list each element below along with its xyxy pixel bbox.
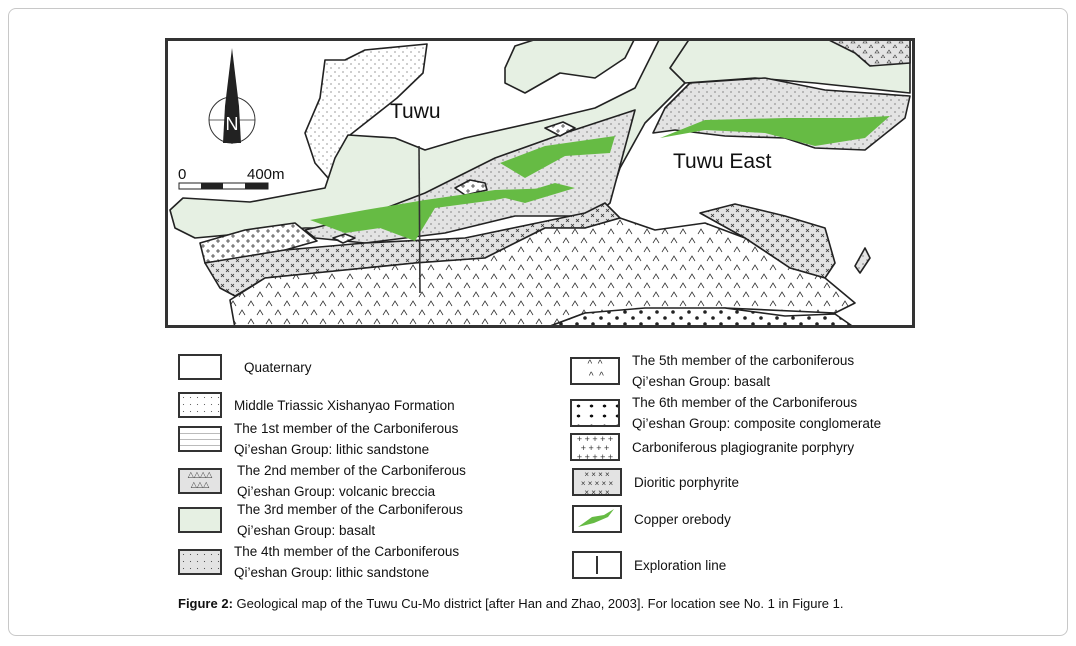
legend-label: The 4th member of the Carboniferous <box>234 544 460 559</box>
legend-item-dioritic: × × × ×× × × × ×× × × × Dioritic porphyri… <box>572 468 739 496</box>
label-tuwu: Tuwu <box>390 100 441 123</box>
lithic-sandstone-4th-swatch <box>178 549 222 575</box>
north-label: N <box>226 114 239 134</box>
basalt-5th-swatch: ^ ^ ^ ^ <box>570 357 620 385</box>
basalt-5th-member-area <box>229 217 856 328</box>
legend-label: Qi’eshan Group: lithic sandstone <box>234 565 430 580</box>
legend-item-2nd-member: △△△△△△△ The 2nd member of the Carbonifero… <box>178 460 466 502</box>
legend-item-copper: Copper orebody <box>572 505 731 533</box>
plagiogranite-swatch: + + + + ++ + + ++ + + + + <box>570 433 620 461</box>
legend-label: Qi’eshan Group: composite conglomerate <box>632 416 882 431</box>
legend-label: Exploration line <box>634 557 727 573</box>
geological-map: N 0 400m Tuwu Tuwu East <box>165 38 915 328</box>
quaternary-swatch <box>178 354 222 380</box>
small-plagiogranite-body <box>454 179 488 196</box>
copper-orebody-swatch <box>572 505 622 533</box>
legend-label: Qi’eshan Group: basalt <box>632 374 771 389</box>
conglomerate-swatch <box>570 399 620 427</box>
legend-item-plagiogranite: + + + + ++ + + ++ + + + + Carboniferous p… <box>570 433 854 461</box>
svg-text:0: 0 <box>178 166 186 183</box>
legend-label: The 6th member of the Carboniferous <box>632 395 858 410</box>
caption-text: Geological map of the Tuwu Cu-Mo distric… <box>232 596 844 611</box>
legend-label: Qi’eshan Group: lithic sandstone <box>234 442 430 457</box>
legend-label: Quaternary <box>244 359 312 375</box>
lithic-sandstone-1st-swatch <box>178 426 222 452</box>
copper-orebody <box>500 136 615 178</box>
legend-item-exploration-line: Exploration line <box>572 551 726 579</box>
exploration-line <box>418 145 421 294</box>
legend-label: The 2nd member of the Carboniferous <box>237 463 466 478</box>
xishanyao-formation-area <box>304 43 428 187</box>
figure-card <box>8 8 1068 636</box>
copper-orebody <box>660 116 890 146</box>
svg-text:400m: 400m <box>247 166 285 183</box>
legend-item-5th-member: ^ ^ ^ ^ The 5th member of the carbonifero… <box>570 350 854 392</box>
copper-orebody <box>505 183 575 203</box>
caption-label: Figure 2: <box>178 596 233 611</box>
scale-bar: 0 400m <box>178 166 285 190</box>
legend-label: The 3rd member of the Carboniferous <box>237 502 463 517</box>
volcanic-breccia-area <box>824 38 911 67</box>
north-arrow: N <box>208 48 256 144</box>
legend-label: Middle Triassic Xishanyao Formation <box>234 397 455 413</box>
basalt-3rd-member-north <box>504 38 636 94</box>
volcanic-breccia-swatch: △△△△△△△ <box>178 468 222 494</box>
legend-label: Qi’eshan Group: basalt <box>237 523 376 538</box>
legend-label: Copper orebody <box>634 511 731 527</box>
legend-label: The 1st member of the Carboniferous <box>234 421 459 436</box>
copper-orebodies <box>310 116 890 241</box>
small-plagiogranite-body <box>332 233 356 244</box>
dioritic-porphyrite-swatch: × × × ×× × × × ×× × × × <box>572 468 622 496</box>
legend-label: Dioritic porphyrite <box>634 474 740 490</box>
legend-item-quaternary: Quaternary <box>178 354 312 380</box>
label-tuwu-east: Tuwu East <box>673 150 772 173</box>
island-outcrop <box>854 247 871 274</box>
basalt-3rd-swatch <box>178 507 222 533</box>
copper-orebody <box>310 188 555 241</box>
orebody-icon <box>578 509 614 527</box>
legend-item-xishanyao: Middle Triassic Xishanyao Formation <box>178 392 455 418</box>
legend-label: The 5th member of the carboniferous <box>632 353 855 368</box>
figure-caption: Figure 2: Geological map of the Tuwu Cu-… <box>178 596 844 611</box>
exploration-line-swatch <box>572 551 622 579</box>
legend-label: Qi’eshan Group: volcanic breccia <box>237 484 436 499</box>
small-plagiogranite-body <box>544 121 576 137</box>
legend-label: Carboniferous plagiogranite porphyry <box>632 439 855 455</box>
xishanyao-swatch <box>178 392 222 418</box>
